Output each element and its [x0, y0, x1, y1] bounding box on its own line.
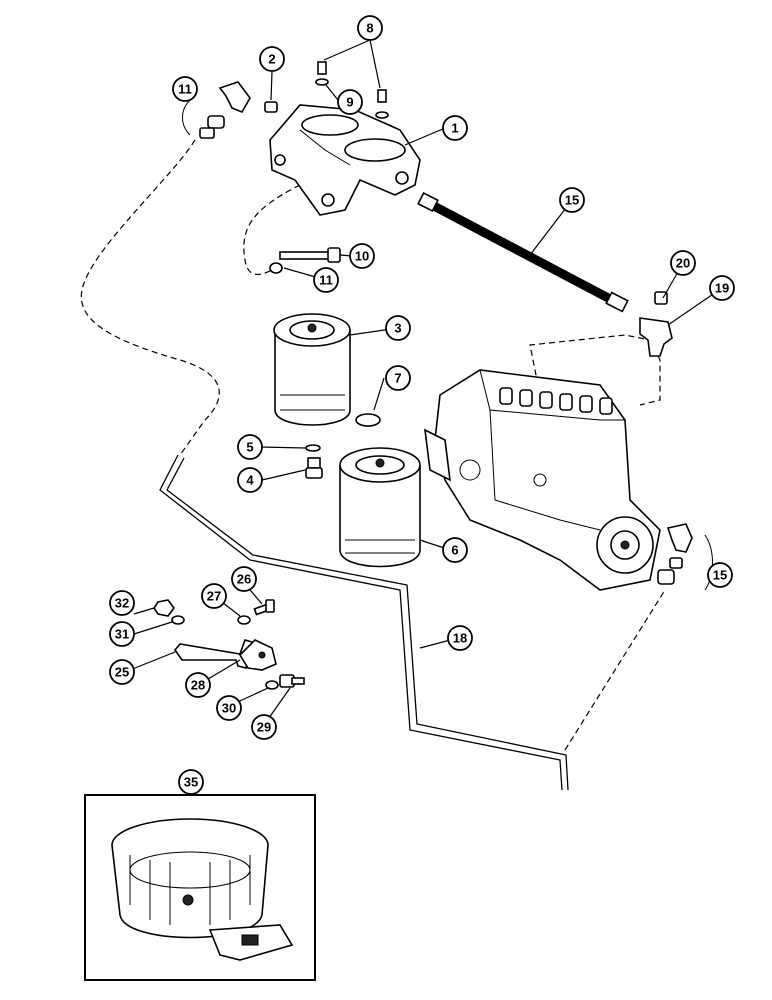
screw-8a: [317, 61, 327, 75]
svg-text:2: 2: [268, 52, 275, 67]
callout-18: 18: [447, 625, 473, 651]
seal-5: [305, 444, 321, 452]
callout-27: 27: [201, 583, 227, 609]
svg-text:5: 5: [246, 440, 253, 455]
svg-text:30: 30: [222, 701, 236, 716]
callout-15-right: 15: [707, 562, 733, 588]
filter-cartridge-6: [339, 447, 421, 568]
filter-cartridge-3: [273, 313, 351, 426]
pump-outlets: [499, 387, 613, 415]
plug-2: [264, 101, 278, 113]
nut-32: [153, 599, 175, 617]
callout-26: 26: [231, 566, 257, 592]
bolt-29: [279, 674, 305, 688]
svg-text:3: 3: [394, 321, 401, 336]
callout-25: 25: [109, 659, 135, 685]
svg-text:18: 18: [453, 631, 467, 646]
svg-text:25: 25: [115, 665, 129, 680]
washer-27: [237, 615, 251, 625]
nipple-4: [305, 457, 323, 479]
washer-30: [265, 680, 279, 690]
svg-text:8: 8: [366, 21, 373, 36]
svg-text:11: 11: [319, 273, 333, 288]
fuel-tube-18-b: [166, 457, 569, 791]
svg-text:28: 28: [191, 678, 205, 693]
callout-31: 31: [109, 621, 135, 647]
svg-text:10: 10: [355, 249, 369, 264]
svg-text:1: 1: [451, 121, 458, 136]
dashed-line-left: [80, 139, 220, 456]
callout-10: 10: [349, 243, 375, 269]
svg-text:4: 4: [246, 473, 254, 488]
tool-inset-box: [84, 794, 316, 981]
filter-head: [269, 104, 421, 216]
svg-text:29: 29: [257, 720, 271, 735]
washer-31: [171, 615, 185, 625]
o-ring-7: [355, 413, 381, 427]
washer-9a: [315, 78, 329, 86]
fitting-15-left: [182, 81, 251, 139]
hose-19: [417, 191, 629, 313]
callout-29: 29: [251, 714, 277, 740]
svg-text:31: 31: [115, 627, 129, 642]
callout-9: 9: [337, 89, 363, 115]
callout-15-left: 11: [172, 76, 198, 102]
callout-11: 11: [313, 267, 339, 293]
callout-6: 6: [442, 537, 468, 563]
callout-1: 1: [442, 115, 468, 141]
svg-text:15: 15: [713, 568, 727, 583]
svg-text:7: 7: [394, 371, 401, 386]
callout-20: 19: [709, 275, 735, 301]
washer-9b: [375, 111, 389, 119]
bolt-10: [269, 247, 341, 274]
plug-21: [654, 291, 668, 305]
dashed-line-head-bolt: [243, 184, 301, 275]
callout-2: 2: [259, 46, 285, 72]
svg-text:9: 9: [346, 95, 353, 110]
callout-5: 5: [237, 434, 263, 460]
callouts: 8 2 11 9 1 15 10 20 11 19 3 7 5 4 6 15 2…: [109, 15, 735, 795]
callout-8: 8: [357, 15, 383, 41]
svg-text:26: 26: [237, 572, 251, 587]
callout-32: 32: [109, 590, 135, 616]
callout-4: 4: [237, 467, 263, 493]
svg-text:35: 35: [184, 775, 198, 790]
washer-11: [269, 262, 283, 274]
fitting-15-right: [657, 523, 713, 591]
callout-19: 15: [559, 187, 585, 213]
callout-21: 20: [670, 250, 696, 276]
svg-text:11: 11: [178, 82, 192, 97]
screw-8b: [377, 89, 387, 103]
callout-7: 7: [385, 365, 411, 391]
svg-text:19: 19: [715, 281, 729, 296]
svg-text:27: 27: [207, 589, 221, 604]
fuel-tube-18: [159, 454, 563, 791]
callout-28: 28: [185, 672, 211, 698]
svg-text:15: 15: [565, 193, 579, 208]
callout-30: 30: [216, 695, 242, 721]
elbow-20: [639, 291, 673, 357]
dashed-line-right-bottom: [564, 589, 666, 751]
clamp-28: [238, 639, 277, 671]
injection-pump: [424, 369, 661, 591]
callout-3: 3: [385, 315, 411, 341]
svg-text:6: 6: [451, 543, 458, 558]
callout-35: 35: [178, 769, 204, 795]
leader-lines: [129, 39, 723, 726]
clamp-hardware: [153, 599, 305, 690]
head-fittings: [264, 61, 389, 119]
svg-text:32: 32: [115, 596, 129, 611]
filter-wrench-35: [111, 818, 294, 961]
bolt-26: [253, 599, 275, 616]
fuel-lines: [80, 139, 666, 791]
svg-text:20: 20: [676, 256, 690, 271]
